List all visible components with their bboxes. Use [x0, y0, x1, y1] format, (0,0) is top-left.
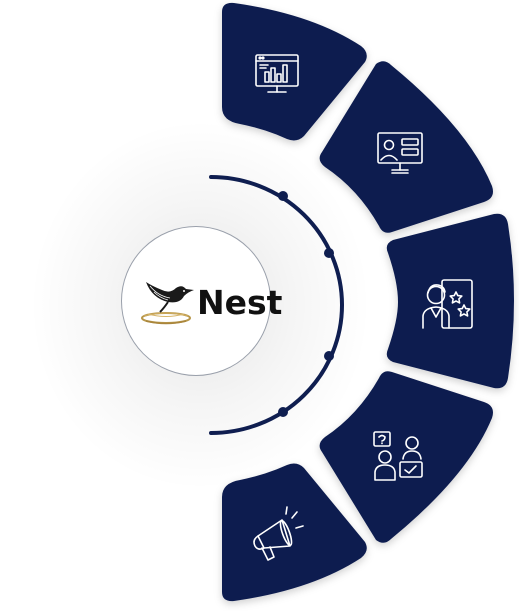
arc-node-1 [278, 191, 288, 201]
arc-bracket [209, 175, 344, 435]
arc-node-4 [278, 407, 288, 417]
segment-1[interactable] [222, 2, 367, 141]
segment-4[interactable] [319, 371, 493, 543]
dashboard-monitor-icon [255, 54, 299, 93]
brand-name: Nest [197, 283, 283, 322]
center-logo-circle [121, 226, 271, 376]
bird-on-nest-logo [141, 282, 194, 325]
segment-5[interactable] [222, 463, 367, 602]
customer-rating-icon [422, 279, 473, 329]
video-call-profile-icon [377, 132, 423, 174]
arc-node-2 [324, 248, 334, 258]
support-chat-icon [373, 431, 423, 481]
segment-2[interactable] [319, 61, 493, 233]
megaphone-icon [253, 506, 304, 561]
segment-3[interactable] [386, 213, 514, 389]
arc-node-3 [324, 351, 334, 361]
